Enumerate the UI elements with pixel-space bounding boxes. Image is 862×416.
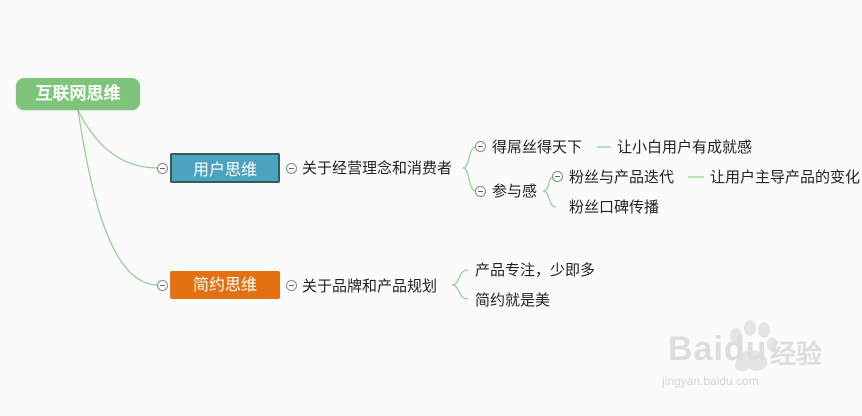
topic-product-focus[interactable]: 产品专注，少即多 <box>475 261 596 279</box>
connector-root-simple <box>77 109 159 286</box>
topic-word-of-mouth[interactable]: 粉丝口碑传播 <box>569 198 660 216</box>
collapse-toggle-icon[interactable] <box>286 280 297 291</box>
collapse-toggle-icon[interactable] <box>157 163 168 174</box>
paw-logo-icon <box>730 320 777 372</box>
topic-fans-iteration[interactable]: 粉丝与产品迭代 <box>569 168 675 186</box>
branch-simple-thinking[interactable]: 简约思维 <box>170 271 280 299</box>
topic-user-led-change[interactable]: 让用户主导产品的变化 <box>710 168 861 186</box>
connector-root-user <box>77 109 159 169</box>
collapse-toggle-icon[interactable] <box>475 141 486 152</box>
baidu-watermark: Baidu 经验 jingyan.baidu.com <box>660 318 850 398</box>
topic-participation[interactable]: 参与感 <box>492 182 538 200</box>
topic-win-fans[interactable]: 得屌丝得天下 <box>492 138 583 156</box>
root-node[interactable]: 互联网思维 <box>16 78 140 110</box>
connector-sub1-fork <box>462 146 477 192</box>
topic-simple-beauty[interactable]: 简约就是美 <box>475 291 551 309</box>
topic-newbie-achievement[interactable]: 让小白用户有成就感 <box>617 138 753 156</box>
connector-sub2-fork <box>542 176 557 208</box>
topic-brand-planning[interactable]: 关于品牌和产品规划 <box>302 277 438 295</box>
watermark-brand: Baidu <box>668 330 768 368</box>
collapse-toggle-icon[interactable] <box>286 163 297 174</box>
collapse-toggle-icon[interactable] <box>475 186 486 197</box>
topic-user-business[interactable]: 关于经营理念和消费者 <box>302 159 453 177</box>
collapse-toggle-icon[interactable] <box>157 280 168 291</box>
watermark-cn: 经验 <box>770 340 823 370</box>
connector-sub3-fork <box>451 269 469 300</box>
collapse-toggle-icon[interactable] <box>552 171 563 182</box>
watermark-url: jingyan.baidu.com <box>662 374 759 388</box>
branch-user-thinking[interactable]: 用户思维 <box>170 153 280 183</box>
